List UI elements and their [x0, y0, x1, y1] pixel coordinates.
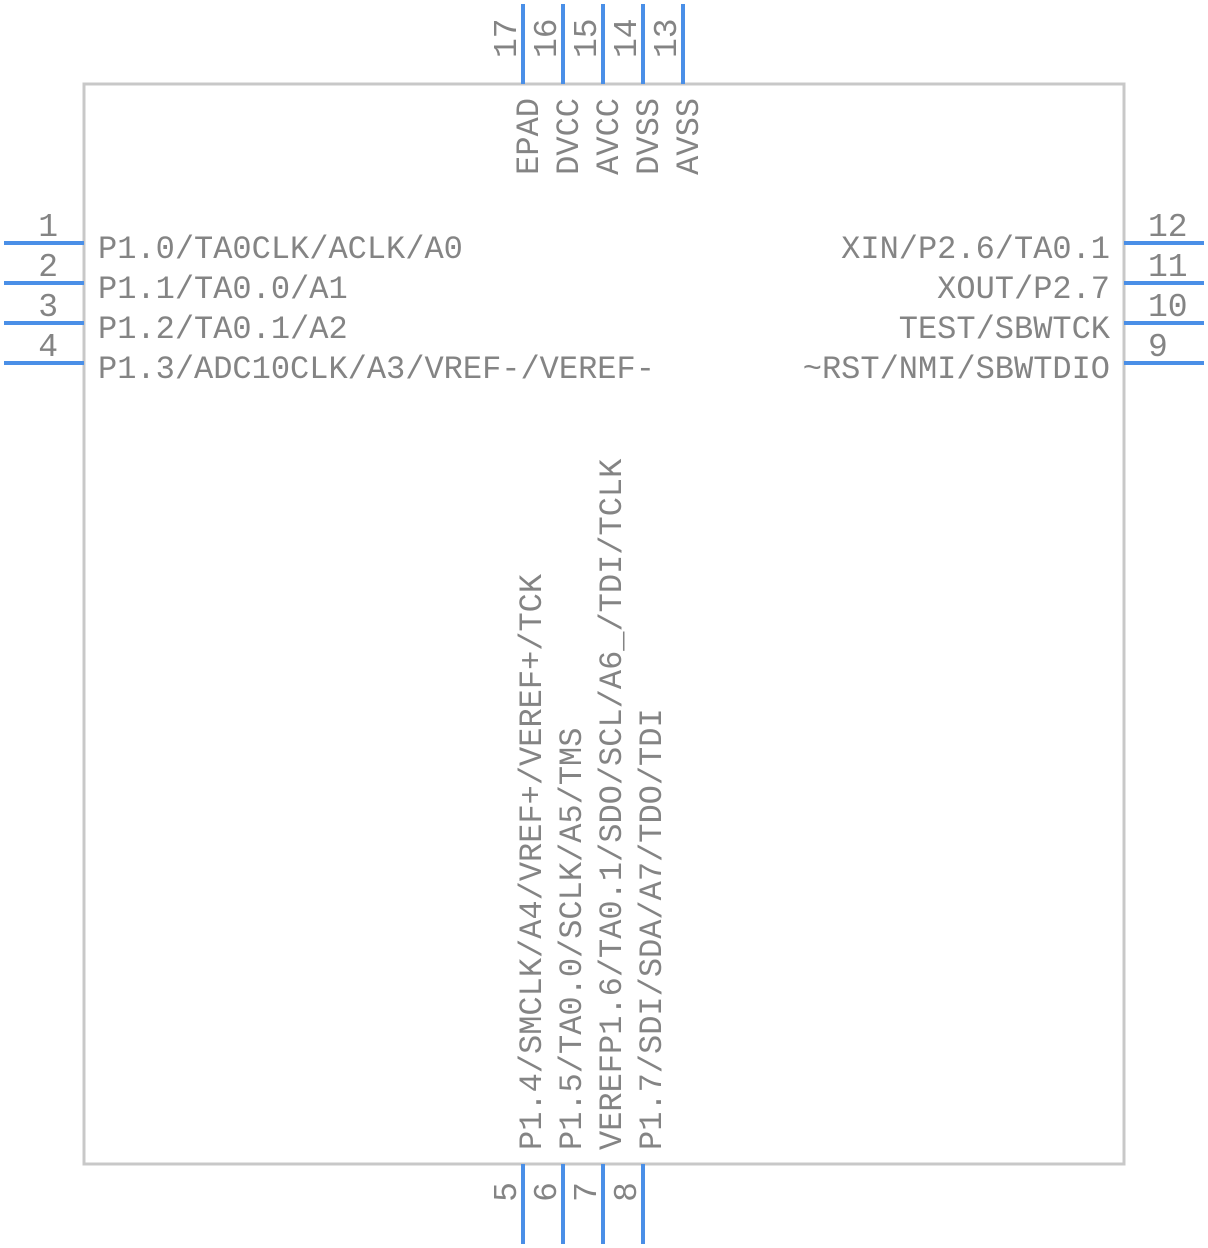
pin-number: 14	[609, 18, 646, 58]
pin-number: 15	[569, 18, 606, 58]
left-pin-4[interactable]: 4 P1.3/ADC10CLK/A3/VREF-/VEREF-	[4, 329, 655, 388]
pin-number: 9	[1148, 329, 1168, 366]
top-pin-15[interactable]: 15 AVCC	[569, 4, 628, 175]
top-pin-14[interactable]: 14 DVSS	[609, 4, 668, 175]
pin-label: ~RST/NMI/SBWTDIO	[803, 351, 1110, 388]
top-pin-13[interactable]: 13 AVSS	[649, 4, 708, 175]
bottom-pin-6[interactable]: 6 P1.5/TA0.0/SCLK/A5/TMS	[529, 728, 591, 1244]
pin-label: VEREFP1.6/TA0.1/SDO/SCL/A6_/TDI/TCLK	[594, 458, 631, 1150]
pin-number: 10	[1148, 289, 1188, 326]
bottom-pin-8[interactable]: 8 P1.7/SDI/SDA/A7/TDO/TDI	[609, 708, 671, 1244]
pin-label: P1.4/SMCLK/A4/VREF+/VEREF+/TCK	[514, 573, 551, 1150]
pin-number: 3	[38, 289, 58, 326]
pin-number: 5	[489, 1182, 526, 1202]
pin-label: DVSS	[631, 98, 668, 175]
pin-number: 1	[38, 209, 58, 246]
pin-label: P1.7/SDI/SDA/A7/TDO/TDI	[634, 708, 671, 1150]
bottom-pin-7[interactable]: 7 VEREFP1.6/TA0.1/SDO/SCL/A6_/TDI/TCLK	[569, 458, 631, 1244]
pin-label: P1.5/TA0.0/SCLK/A5/TMS	[554, 728, 591, 1150]
left-pin-1[interactable]: 1 P1.0/TA0CLK/ACLK/A0	[4, 209, 463, 268]
right-pin-9[interactable]: 9 ~RST/NMI/SBWTDIO	[803, 329, 1204, 388]
pin-number: 16	[529, 18, 566, 58]
left-pin-2[interactable]: 2 P1.1/TA0.0/A1	[4, 249, 348, 308]
pin-label: P1.2/TA0.1/A2	[98, 311, 348, 348]
right-pin-11[interactable]: 11 XOUT/P2.7	[937, 249, 1204, 308]
pin-number: 7	[569, 1182, 606, 1202]
pin-number: 13	[649, 18, 686, 58]
bottom-pin-5[interactable]: 5 P1.4/SMCLK/A4/VREF+/VEREF+/TCK	[489, 573, 551, 1244]
pin-number: 6	[529, 1182, 566, 1202]
pin-label: P1.0/TA0CLK/ACLK/A0	[98, 231, 463, 268]
pin-number: 11	[1148, 249, 1188, 286]
pin-label: XOUT/P2.7	[937, 271, 1110, 308]
pin-label: EPAD	[511, 98, 548, 175]
left-pin-3[interactable]: 3 P1.2/TA0.1/A2	[4, 289, 348, 348]
pin-label: P1.1/TA0.0/A1	[98, 271, 348, 308]
pin-number: 4	[38, 329, 58, 366]
pin-number: 2	[38, 249, 58, 286]
pin-label: DVCC	[551, 98, 588, 175]
pin-label: P1.3/ADC10CLK/A3/VREF-/VEREF-	[98, 351, 655, 388]
right-pin-12[interactable]: 12 XIN/P2.6/TA0.1	[841, 209, 1204, 268]
pin-label: XIN/P2.6/TA0.1	[841, 231, 1110, 268]
top-pin-16[interactable]: 16 DVCC	[529, 4, 588, 175]
top-pin-17[interactable]: 17 EPAD	[489, 4, 548, 175]
pin-label: AVSS	[671, 98, 708, 175]
pin-number: 17	[489, 18, 526, 58]
right-pin-10[interactable]: 10 TEST/SBWTCK	[899, 289, 1204, 348]
pin-number: 12	[1148, 209, 1188, 246]
pin-number: 8	[609, 1182, 646, 1202]
pin-label: TEST/SBWTCK	[899, 311, 1111, 348]
pin-label: AVCC	[591, 98, 628, 175]
